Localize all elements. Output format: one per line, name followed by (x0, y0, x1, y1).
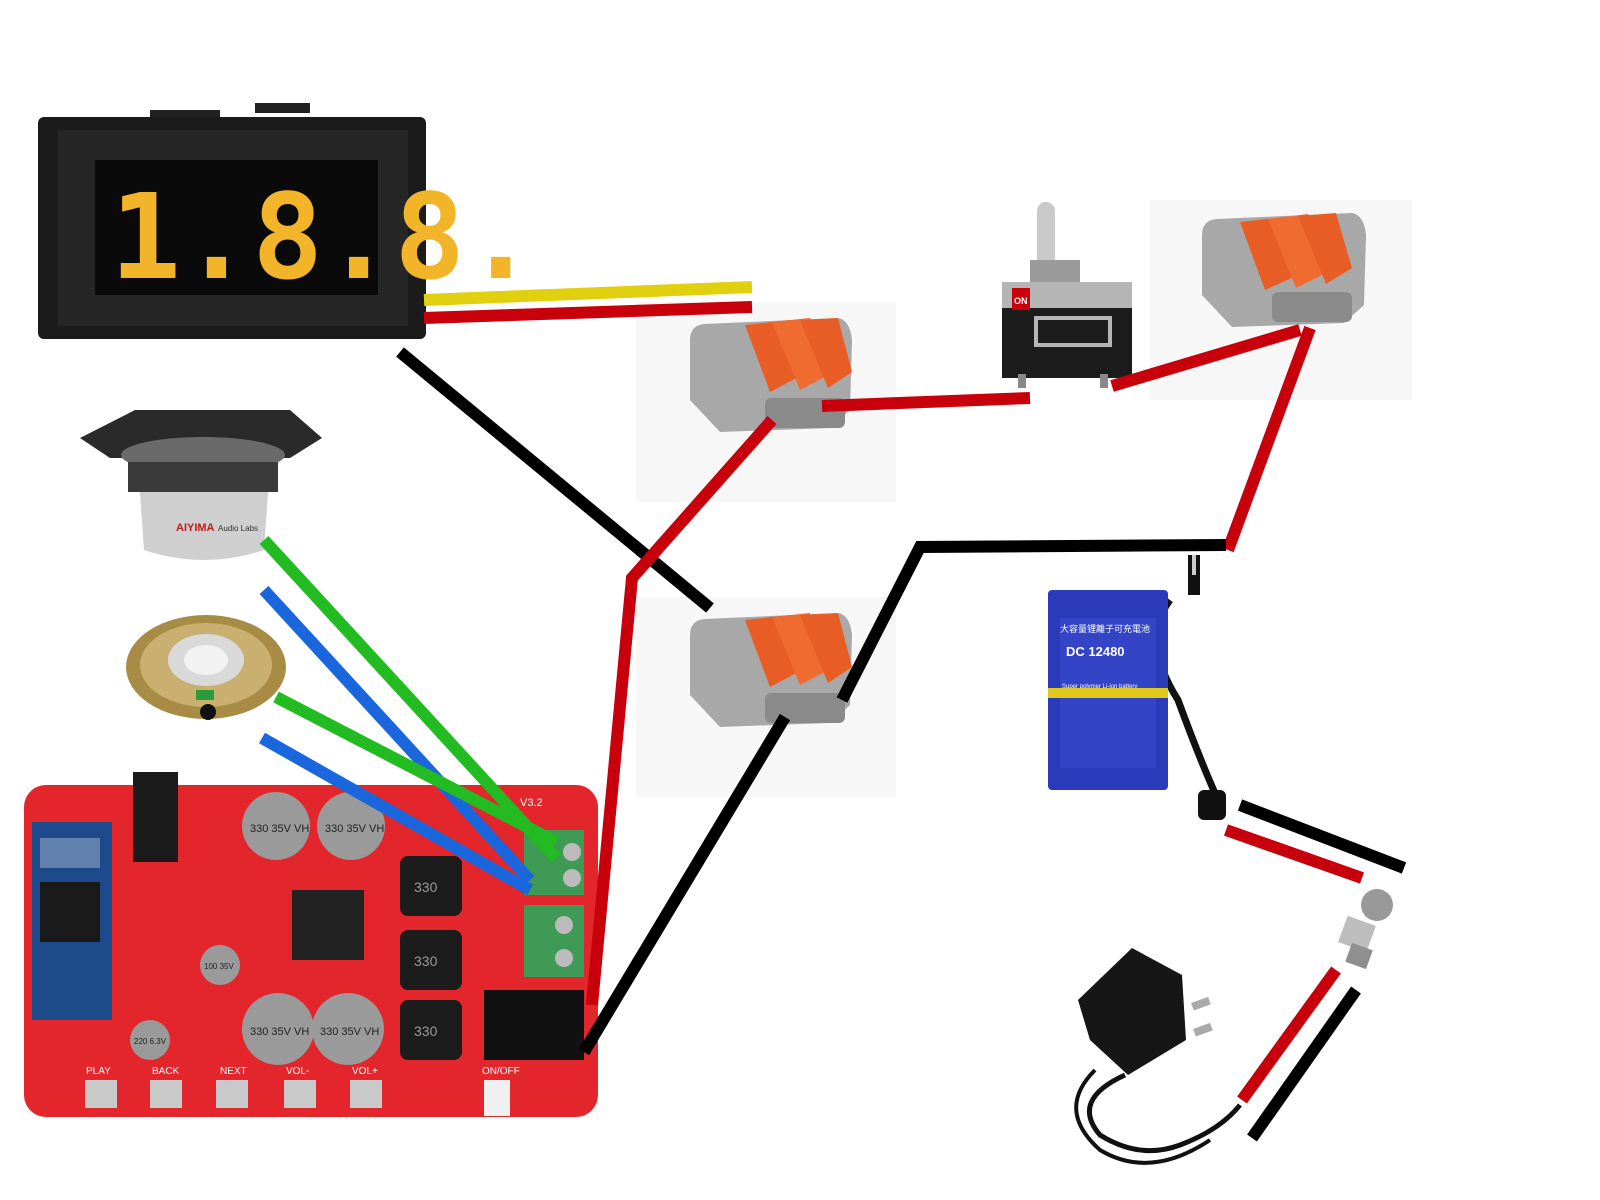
next-button-label: NEXT (220, 1066, 247, 1077)
wire-black-voltmeter (396, 347, 714, 613)
speaker-brand: AIYIMA (176, 522, 215, 534)
capacitor-4-label: 330 35V VH (320, 1026, 379, 1038)
wire-red-switch-connector (1110, 324, 1302, 392)
on-off-switch[interactable]: ON/OFF (482, 1066, 520, 1116)
inductor-2-label: 330 (414, 953, 438, 969)
wire-black-charger-bottom (1247, 986, 1361, 1142)
play-button[interactable]: PLAY (85, 1066, 117, 1108)
vol-minus-button[interactable]: VOL- (284, 1066, 316, 1108)
dc-jack (484, 990, 584, 1060)
battery-subtitle: Super polymer Li-ion battery (1062, 684, 1137, 690)
vol-minus-button-label: VOL- (286, 1066, 309, 1077)
capacitor-3-label: 330 35V VH (250, 1026, 309, 1038)
wire-red-voltmeter (423, 301, 753, 324)
wire-red-charger-top (1224, 824, 1364, 884)
wire-red-charger-bottom (1237, 966, 1341, 1104)
wire-blue-large-speaker (259, 585, 535, 885)
capacitor-4: 330 35V VH (312, 993, 384, 1065)
small-capacitor-1-label: 100 35V (204, 962, 234, 971)
wire-green-large-speaker (259, 535, 561, 863)
inductor-2: 330 (400, 930, 462, 990)
wire-black-battery-connector (836, 539, 1227, 703)
capacitor-3: 330 35V VH (242, 993, 314, 1065)
speaker-large: AIYIMA Audio Labs (80, 410, 322, 560)
lever-connector-middle (636, 597, 896, 797)
voltmeter-display: 1.8.8. (110, 168, 536, 306)
switch-on-mark: ON (1014, 296, 1028, 306)
button-row: PLAY BACK NEXT VOL- VOL+ ON/OFF (85, 1066, 520, 1116)
toggle-switch: ON (1002, 202, 1132, 388)
wire-yellow-voltmeter (423, 281, 753, 306)
wire-red-connector-switch (821, 392, 1031, 412)
next-button[interactable]: NEXT (216, 1066, 248, 1108)
speaker-small (126, 615, 286, 720)
capacitor-2-label: 330 35V VH (325, 823, 384, 835)
voltmeter: 1.8.8. (38, 103, 536, 339)
capacitor-1: 330 35V VH (242, 792, 310, 860)
small-capacitor-2-label: 220 6.3V (134, 1037, 167, 1046)
vol-plus-button[interactable]: VOL+ (350, 1066, 382, 1108)
wire-red-board-power (586, 416, 777, 1006)
battery-model: DC 12480 (1066, 644, 1125, 659)
on-off-label: ON/OFF (482, 1066, 520, 1077)
amplifier-board: V3.2 330 35V VH 330 35V VH 330 35V VH 33… (24, 772, 598, 1117)
aviation-connector (1338, 889, 1393, 970)
capacitor-1-label: 330 35V VH (250, 823, 309, 835)
wires (259, 281, 1407, 1142)
wire-green-small-speaker (273, 691, 559, 848)
back-button[interactable]: BACK (150, 1066, 182, 1108)
capacitor-2: 330 35V VH (317, 792, 385, 860)
battery-pack: 大容量锂離子可充電池 DC 12480 Super polymer Li-ion… (1048, 555, 1226, 820)
speaker-sub: Audio Labs (218, 524, 258, 533)
back-button-label: BACK (152, 1066, 180, 1077)
board-version: V3.2 (520, 797, 543, 809)
wall-adapter (1074, 948, 1242, 1165)
wire-red-connector-battery (1222, 325, 1316, 553)
vol-plus-button-label: VOL+ (352, 1066, 378, 1077)
inductor-3-label: 330 (414, 1023, 438, 1039)
wire-blue-small-speaker (259, 732, 533, 896)
battery-title: 大容量锂離子可充電池 (1060, 623, 1150, 635)
inductor-1: 330 (400, 856, 462, 916)
small-capacitor-2: 220 6.3V (130, 1020, 170, 1060)
wire-black-charger-top (1237, 799, 1407, 874)
inductor-3: 330 (400, 1000, 462, 1060)
lever-connector-right (1150, 200, 1412, 400)
play-button-label: PLAY (86, 1066, 111, 1077)
small-capacitor-1: 100 35V (200, 945, 240, 985)
inductor-1-label: 330 (414, 879, 438, 895)
wire-black-board-ground (578, 713, 791, 1056)
